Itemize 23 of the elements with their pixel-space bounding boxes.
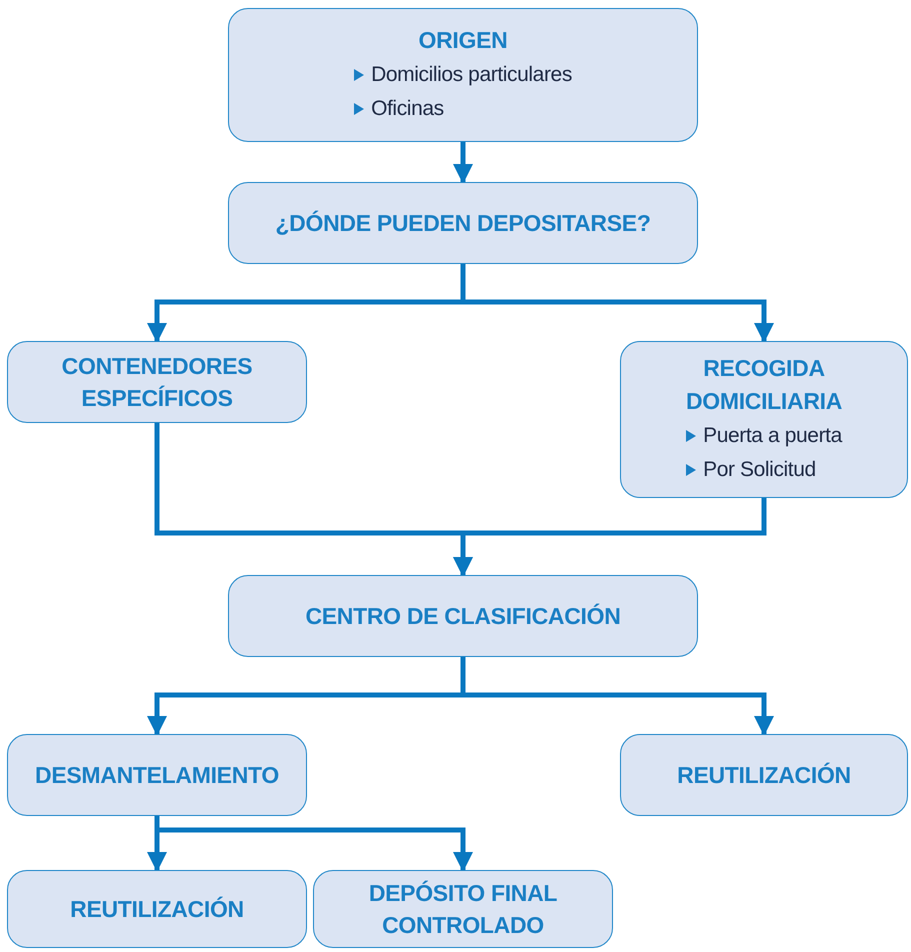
arrow xyxy=(453,142,473,184)
box-heading: DEPÓSITO FINAL CONTROLADO xyxy=(368,878,558,940)
box-heading: DESMANTELAMIENTO xyxy=(35,760,279,790)
process-box xyxy=(620,341,908,498)
bullet-text: Oficinas xyxy=(371,97,444,122)
box-heading: RECOGIDA DOMICILIARIA xyxy=(684,354,844,416)
process-box xyxy=(7,870,307,948)
box-heading: CONTENEDORES ESPECÍFICOS xyxy=(60,352,254,413)
process-box xyxy=(228,182,698,264)
process-box xyxy=(7,734,307,816)
process-box xyxy=(228,8,698,142)
bullet-text: Puerta a puerta xyxy=(703,424,842,448)
process-box xyxy=(620,734,908,816)
box-heading: REUTILIZACIÓN xyxy=(70,894,244,924)
bullet-text: Por Solicitud xyxy=(703,458,816,482)
box-heading: ¿DÓNDE PUEDEN DEPOSITARSE? xyxy=(275,208,651,238)
process-box xyxy=(313,870,613,948)
bullet-text: Domicilios particulares xyxy=(371,63,572,88)
box-heading: REUTILIZACIÓN xyxy=(677,760,851,790)
box-heading: ORIGEN xyxy=(418,26,508,55)
box-heading: CENTRO DE CLASIFICACIÓN xyxy=(305,602,621,631)
process-box xyxy=(228,575,698,657)
process-box xyxy=(7,341,307,423)
